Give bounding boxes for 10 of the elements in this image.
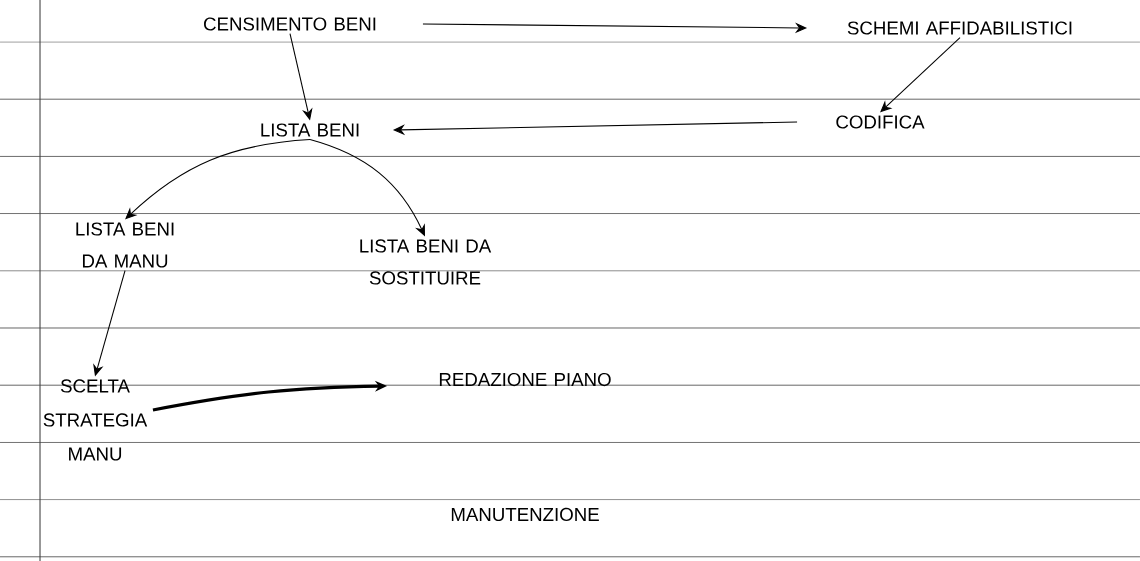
handwritten-label: REDAZIONE PIANO MANUTENZIONE [439, 372, 611, 522]
handwritten-label: SCELTA STRATEGIA MANU [43, 379, 148, 461]
handwritten-label: CODIFICA [836, 115, 925, 129]
handwritten-label: CENSIMENTO BENI [204, 17, 376, 31]
handwritten-label: LISTA BENI [261, 123, 359, 137]
handwritten-label: LISTA BENI DA MANU [76, 222, 174, 268]
arrow [880, 37, 961, 113]
handwritten-label: SCHEMI AFFIDABILISTICI [847, 21, 1072, 35]
arrow [125, 139, 311, 220]
handwritten-label: LISTA BENI DA SOSTITUIRE [360, 239, 492, 285]
